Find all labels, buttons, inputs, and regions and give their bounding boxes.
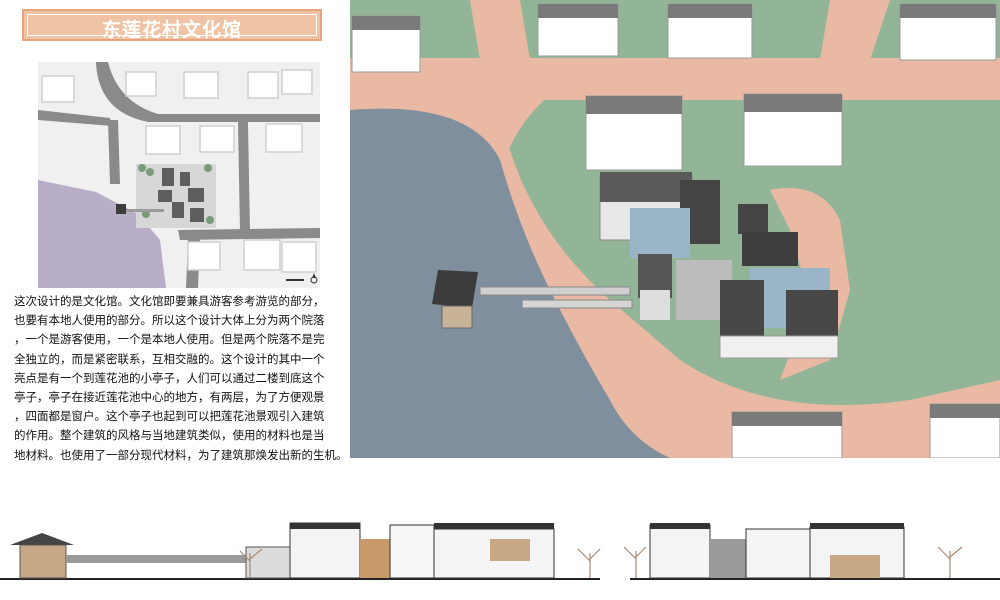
south-elevation <box>630 523 1000 580</box>
title-inner-frame <box>27 14 317 36</box>
description-line: 的作用。整个建筑的风格与当地建筑类似，使用的材料也是当 <box>14 428 325 443</box>
aerial-rendering <box>350 0 1000 458</box>
pavilion-roof <box>432 270 478 308</box>
north-arrow-icon <box>286 273 318 284</box>
site-plan-lake <box>38 180 166 288</box>
description-line: 亭子，亭子在接近莲花池中心的地方，有两层，为了方便观景 <box>14 390 325 405</box>
pavilion <box>441 305 473 329</box>
description-line: 亮点是有一个到莲花池的小亭子，人们可以通过二楼到底这个 <box>14 370 325 385</box>
east-elevation <box>0 522 600 580</box>
elevation-drawings <box>0 522 1000 580</box>
site-plan-building <box>116 164 216 228</box>
description-line: 全独立的，而是紧密联系，互相交融的。这个设计的其中一个 <box>14 351 325 366</box>
site-plan-road <box>96 62 320 122</box>
description-line: 地材料。也使用了一部分现代材料，为了建筑那焕发出新的生机。 <box>14 447 348 462</box>
bridge <box>479 286 631 296</box>
title-box: 东莲花村文化馆 <box>22 9 322 41</box>
design-description: 这次设计的是文化馆。文化馆即要兼具游客参考游览的部分， 也要有本地人使用的部分。… <box>14 292 350 465</box>
description-line: 也要有本地人使用的部分。所以这个设计大体上分为两个院落 <box>14 313 325 328</box>
elevation-trees <box>239 546 963 578</box>
page-title: 东莲花村文化馆 <box>101 19 242 41</box>
aerial-houses <box>351 3 1000 458</box>
site-plan <box>38 62 320 288</box>
courtyard-pool <box>630 208 690 258</box>
description-line: ，一个是游客使用，一个是本地人使用。但是两个院落不是完 <box>14 332 325 347</box>
description-line: ，四面都是窗户。这个亭子也起到可以把莲花池景观引入建筑 <box>14 409 325 424</box>
cultural-center-model <box>432 172 839 359</box>
description-line: 这次设计的是文化馆。文化馆即要兼具游客参考游览的部分， <box>14 294 325 308</box>
lotus-pond <box>350 108 670 458</box>
